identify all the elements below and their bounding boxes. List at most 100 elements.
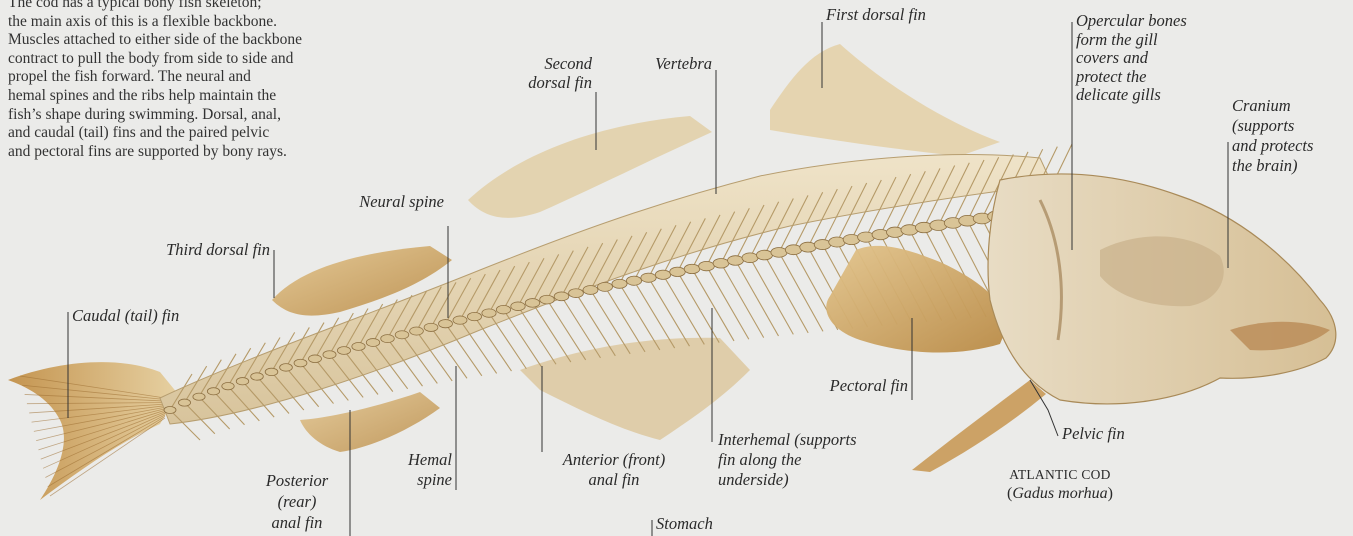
- species-latin-name: Gadus morhua: [1012, 485, 1107, 502]
- vertebra-bone: [814, 240, 831, 250]
- vertebra-bone: [251, 373, 264, 380]
- vertebra-bone: [496, 305, 510, 314]
- label-posterior-anal-fin: Posterior (rear) anal fin: [248, 470, 346, 533]
- vertebra-bone: [684, 264, 700, 273]
- pelvic-fin-shape: [912, 380, 1046, 472]
- intro-line: and caudal (tail) fins and the paired pe…: [8, 124, 468, 143]
- pectoral-fin-shape: [826, 246, 1010, 353]
- vertebra-bone: [207, 388, 219, 395]
- vertebra-bone: [655, 270, 670, 279]
- label-line: Opercular bones: [1076, 12, 1187, 31]
- vertebra-bone: [728, 256, 744, 266]
- hemal-spine-ray: [547, 300, 586, 360]
- label-pectoral-fin: Pectoral fin: [770, 376, 908, 395]
- hemal-spine-ray: [518, 306, 556, 364]
- label-opercular-bones: Opercular bones form the gill covers and…: [1076, 12, 1187, 105]
- vertebra-bone: [554, 292, 569, 301]
- first-dorsal-fin-shape: [770, 44, 1000, 156]
- vertebra-bone: [366, 339, 379, 347]
- intro-line: fish’s shape during swimming. Dorsal, an…: [8, 106, 468, 125]
- hemal-spine-ray: [721, 263, 764, 337]
- hemal-spine-ray: [533, 303, 571, 362]
- hemal-spine-ray: [562, 296, 601, 358]
- vertebra-bone: [785, 245, 801, 255]
- species-scientific-name: (Gadus morhua): [980, 484, 1140, 504]
- label-line: dorsal fin: [494, 73, 592, 92]
- label-line: (supports: [1232, 116, 1313, 136]
- vertebra-bone: [323, 351, 336, 359]
- hemal-spine-ray: [576, 293, 615, 356]
- vertebra-bone: [424, 323, 438, 331]
- intro-line: hemal spines and the ribs help maintain …: [8, 87, 468, 106]
- vertebra-bone: [309, 355, 322, 363]
- vertebra-bone: [843, 234, 860, 244]
- label-line: form the gill: [1076, 31, 1187, 50]
- label-third-dorsal-fin: Third dorsal fin: [110, 240, 270, 259]
- label-cranium: Cranium (supports and protects the brain…: [1232, 96, 1313, 176]
- label-line: and protects: [1232, 136, 1313, 156]
- hemal-spine-ray: [692, 269, 734, 341]
- vertebra-bone: [771, 247, 787, 257]
- vertebra-bone: [569, 289, 584, 298]
- label-line: Hemal: [370, 450, 452, 470]
- label-first-dorsal-fin: First dorsal fin: [826, 5, 926, 24]
- label-line: Anterior (front): [536, 450, 692, 470]
- vertebra-bone: [453, 316, 467, 324]
- vertebra-bone: [381, 335, 395, 343]
- label-hemal-spine: Hemal spine: [370, 450, 452, 490]
- caudal-fin-shape: [8, 362, 178, 500]
- species-caption: ATLANTIC COD (Gadus morhua): [980, 466, 1140, 504]
- vertebra-bone: [164, 407, 176, 414]
- intro-paragraph: The cod has a typical bony fish skeleton…: [8, 0, 468, 161]
- label-pelvic-fin: Pelvic fin: [1062, 424, 1125, 443]
- hemal-spine-ray: [678, 272, 720, 343]
- vertebra-bone: [800, 242, 816, 252]
- hemal-spine-ray: [707, 266, 749, 339]
- vertebra-bone: [193, 393, 205, 400]
- intro-line: Muscles attached to either side of the b…: [8, 31, 468, 50]
- label-line: anal fin: [536, 470, 692, 490]
- vertebra-bone: [699, 261, 715, 270]
- vertebra-bone: [467, 312, 481, 320]
- label-second-dorsal-fin: Second dorsal fin: [494, 54, 592, 92]
- hemal-spine-ray: [591, 290, 631, 354]
- label-line: (rear): [248, 491, 346, 512]
- hemal-spine-ray: [620, 284, 660, 350]
- label-line: delicate gills: [1076, 86, 1187, 105]
- vertebra-bone: [236, 378, 249, 385]
- vertebra-bone: [337, 347, 350, 355]
- label-line: Posterior: [248, 470, 346, 491]
- label-stomach: Stomach: [656, 514, 713, 533]
- vertebra-bone: [294, 359, 307, 367]
- label-line: Second: [494, 54, 592, 73]
- vertebra-bone: [222, 383, 234, 390]
- label-caudal-fin: Caudal (tail) fin: [72, 306, 179, 325]
- hemal-spine-ray: [649, 278, 690, 347]
- label-anterior-anal-fin: Anterior (front) anal fin: [536, 450, 692, 490]
- intro-line: the main axis of this is a flexible back…: [8, 13, 468, 32]
- intro-line: propel the fish forward. The neural and: [8, 68, 468, 87]
- label-vertebra: Vertebra: [620, 54, 712, 73]
- vertebra-bone: [511, 302, 525, 311]
- species-close-paren: ): [1108, 485, 1113, 502]
- hemal-spine-ray: [605, 287, 645, 352]
- vertebra-bone: [612, 279, 627, 288]
- anterior-anal-fin-shape: [520, 338, 750, 440]
- label-line: Cranium: [1232, 96, 1313, 116]
- vertebra-bone: [641, 273, 656, 282]
- vertebra-bone: [742, 253, 758, 263]
- vertebra-bone: [713, 258, 729, 268]
- intro-line: and pectoral fins are supported by bony …: [8, 143, 468, 162]
- label-line: Interhemal (supports: [718, 430, 857, 450]
- label-line: protect the: [1076, 68, 1187, 87]
- vertebra-bone: [583, 286, 598, 295]
- label-line: fin along the: [718, 450, 857, 470]
- vertebra-bone: [756, 250, 772, 260]
- label-line: spine: [370, 470, 452, 490]
- vertebra-bone: [829, 237, 846, 247]
- hemal-spine-ray: [489, 313, 526, 369]
- vertebra-bone: [598, 282, 613, 291]
- label-line: the brain): [1232, 156, 1313, 176]
- species-common-name: ATLANTIC COD: [980, 466, 1140, 484]
